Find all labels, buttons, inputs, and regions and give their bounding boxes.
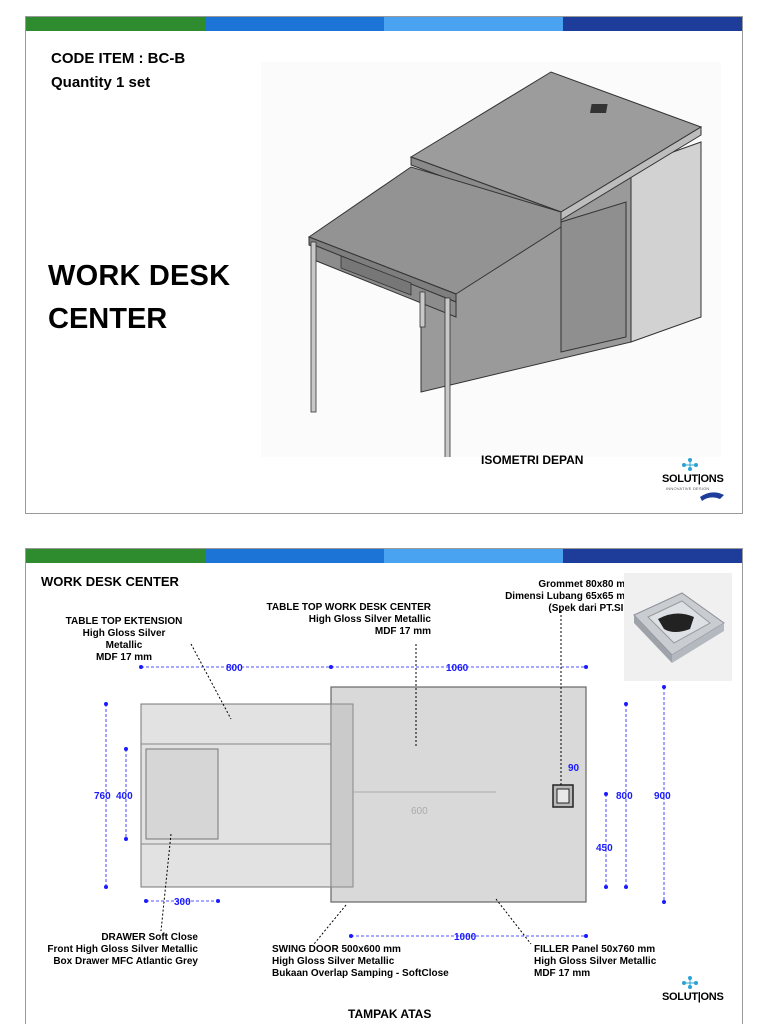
page-title-line1: WORK DESK [48, 260, 231, 292]
dim-inner-600: 600 [411, 806, 428, 817]
view-label-isometric: ISOMETRI DEPAN [481, 453, 584, 467]
code-item: CODE ITEM : BC-B [51, 50, 186, 67]
color-stripe [26, 17, 742, 31]
dim-bottom-width: 1000 [454, 932, 477, 943]
logo-network-icon [682, 458, 724, 501]
logo-network-icon [682, 976, 698, 989]
note-table-top-extension: TABLE TOP EKTENSION High Gloss Silver Me… [65, 616, 183, 663]
quantity: Quantity 1 set [51, 74, 151, 91]
grommet-photo [624, 573, 732, 681]
logo-text: SOLUT|ONS [662, 473, 724, 485]
dim-depth-900: 900 [654, 791, 671, 802]
dim-drawer-width: 300 [174, 897, 191, 908]
dim-center-width: 1060 [446, 663, 469, 674]
dim-depth-800: 800 [616, 791, 633, 802]
isometric-desk-drawing [261, 62, 721, 457]
color-stripe [26, 549, 742, 563]
solutions-logo: SOLUT|ONS [660, 973, 730, 1023]
dim-grommet-offset: 90 [568, 763, 580, 774]
dim-ext-depth: 760 [94, 791, 111, 802]
note-table-top-center: TABLE TOP WORK DESK CENTER High Gloss Si… [266, 602, 431, 637]
dim-grommet-from-back: 450 [596, 843, 613, 854]
solutions-logo: SOLUT|ONS INNOVATIVE DESIGN [660, 455, 730, 505]
note-filler-panel: FILLER Panel 50x760 mm High Gloss Silver… [534, 944, 657, 979]
logo-subtext: INNOVATIVE DESIGN [666, 486, 710, 491]
page-title-line2: CENTER [48, 303, 168, 335]
section-title: WORK DESK CENTER [41, 574, 179, 589]
dim-drawer-depth: 400 [116, 791, 133, 802]
note-grommet: Grommet 80x80 mm Dimensi Lubang 65x65 mm… [505, 579, 634, 614]
note-swing-door: SWING DOOR 500x600 mm High Gloss Silver … [272, 944, 449, 979]
dim-ext-width: 800 [226, 663, 243, 674]
logo-text: SOLUT|ONS [662, 991, 724, 1003]
top-view-plan-drawing: 800 1060 760 400 300 1000 90 800 900 450… [94, 611, 671, 945]
note-drawer: DRAWER Soft Close Front High Gloss Silve… [47, 932, 198, 967]
slide-isometric: CODE ITEM : BC-B Quantity 1 set WORK DES… [25, 16, 743, 514]
view-label-top: TAMPAK ATAS [348, 1007, 432, 1021]
slide-top-view: 800 1060 760 400 300 1000 90 800 900 450… [25, 548, 743, 1024]
